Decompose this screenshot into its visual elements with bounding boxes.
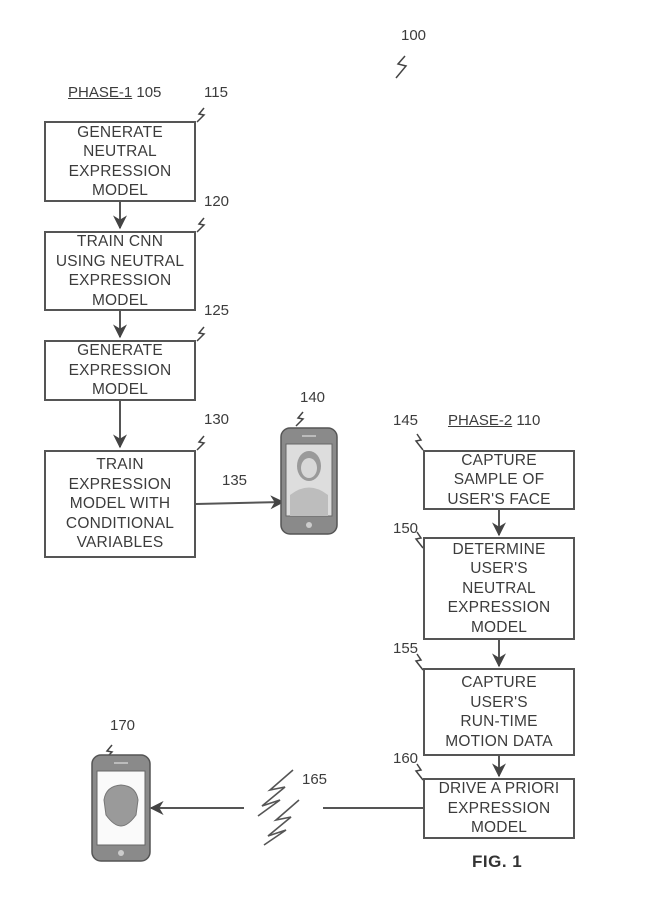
ref-125: 125 bbox=[204, 302, 230, 319]
step-text: USER'S FACE bbox=[447, 490, 551, 508]
step-text: USER'S bbox=[470, 693, 528, 711]
step-text: DRIVE A PRIORI bbox=[438, 780, 560, 798]
step-text: VARIABLES bbox=[76, 534, 164, 552]
figure-caption: FIG. 1 bbox=[472, 852, 523, 871]
step-text: TRAIN bbox=[96, 456, 144, 474]
ref-squiggle-115 bbox=[196, 107, 206, 123]
phase1-header: PHASE-1 105 bbox=[68, 84, 161, 101]
ref-120: 120 bbox=[204, 193, 230, 210]
step-text: CONDITIONAL bbox=[65, 514, 175, 532]
step-text: EXPRESSION bbox=[68, 361, 172, 379]
step-box-130: TRAIN EXPRESSION MODEL WITH CONDITIONAL … bbox=[44, 450, 196, 558]
step-text: EXPRESSION bbox=[68, 475, 172, 493]
step-text: USING NEUTRAL bbox=[55, 252, 185, 270]
lightning-icon bbox=[263, 799, 300, 846]
step-text: MODEL bbox=[470, 618, 528, 636]
ref-squiggle-160 bbox=[414, 763, 424, 781]
step-box-160: DRIVE A PRIORI EXPRESSION MODEL bbox=[423, 778, 575, 839]
step-text: GENERATE bbox=[77, 123, 163, 141]
step-text: NEUTRAL bbox=[83, 143, 157, 160]
ref-squiggle-155 bbox=[414, 653, 424, 671]
ref-150: 150 bbox=[393, 520, 419, 537]
step-text: MODEL bbox=[91, 182, 149, 199]
step-text: CAPTURE bbox=[461, 451, 537, 469]
step-text: MODEL bbox=[470, 819, 528, 837]
step-text: MOTION DATA bbox=[445, 732, 553, 750]
step-text: EXPRESSION bbox=[68, 162, 172, 180]
smartphone-icon-140 bbox=[280, 427, 338, 535]
ref-135: 135 bbox=[222, 472, 248, 489]
step-text: CAPTURE bbox=[461, 674, 537, 691]
ref-155: 155 bbox=[393, 640, 419, 657]
lightning-icon bbox=[257, 769, 294, 817]
phase2-label: PHASE-2 bbox=[448, 412, 513, 429]
ref-squiggle-145 bbox=[414, 433, 424, 451]
figure-ref: 100 bbox=[401, 27, 427, 44]
ref-squiggle-140 bbox=[295, 411, 305, 427]
step-text: USER'S bbox=[470, 560, 528, 578]
step-text: NEUTRAL bbox=[462, 579, 536, 597]
ref-squiggle-130 bbox=[196, 435, 206, 451]
step-box-150: DETERMINE USER'S NEUTRAL EXPRESSION MODE… bbox=[423, 537, 575, 640]
ref-145: 145 bbox=[393, 412, 419, 429]
step-text: GENERATE bbox=[77, 342, 163, 360]
step-text: DETERMINE bbox=[452, 540, 546, 558]
step-box-125: GENERATE EXPRESSION MODEL bbox=[44, 340, 196, 401]
ref-squiggle-125 bbox=[196, 326, 206, 342]
step-text: MODEL bbox=[91, 381, 149, 399]
ref-squiggle-100 bbox=[395, 55, 408, 79]
step-text: MODEL WITH bbox=[69, 495, 171, 513]
phase2-header: PHASE-2 110 bbox=[448, 412, 540, 429]
step-text: MODEL bbox=[91, 291, 149, 309]
ref-130: 130 bbox=[204, 411, 230, 428]
phase1-ref: 105 bbox=[136, 84, 162, 101]
phase2-ref: 110 bbox=[516, 412, 541, 429]
ref-160: 160 bbox=[393, 750, 419, 767]
step-text: SAMPLE OF bbox=[453, 471, 545, 489]
ref-170: 170 bbox=[110, 717, 136, 734]
ref-115: 115 bbox=[204, 84, 228, 101]
arrow-135 bbox=[195, 495, 285, 510]
step-text: EXPRESSION bbox=[68, 272, 172, 289]
step-box-155: CAPTURE USER'S RUN-TIME MOTION DATA bbox=[423, 668, 575, 756]
ref-squiggle-150 bbox=[414, 531, 424, 549]
step-text: EXPRESSION bbox=[447, 799, 551, 817]
step-text: TRAIN CNN bbox=[76, 233, 164, 250]
ref-165: 165 bbox=[302, 771, 328, 788]
phase1-label: PHASE-1 bbox=[68, 84, 133, 101]
step-box-145: CAPTURE SAMPLE OF USER'S FACE bbox=[423, 450, 575, 510]
step-text: EXPRESSION bbox=[447, 599, 551, 617]
step-box-115: GENERATE NEUTRAL EXPRESSION MODEL bbox=[44, 121, 196, 202]
step-box-120: TRAIN CNN USING NEUTRAL EXPRESSION MODEL bbox=[44, 231, 196, 311]
avatar-head-icon bbox=[103, 784, 139, 827]
smartphone-icon-170 bbox=[91, 754, 151, 862]
ref-140: 140 bbox=[300, 389, 326, 406]
ref-squiggle-120 bbox=[196, 217, 206, 233]
step-text: RUN-TIME bbox=[460, 713, 538, 730]
